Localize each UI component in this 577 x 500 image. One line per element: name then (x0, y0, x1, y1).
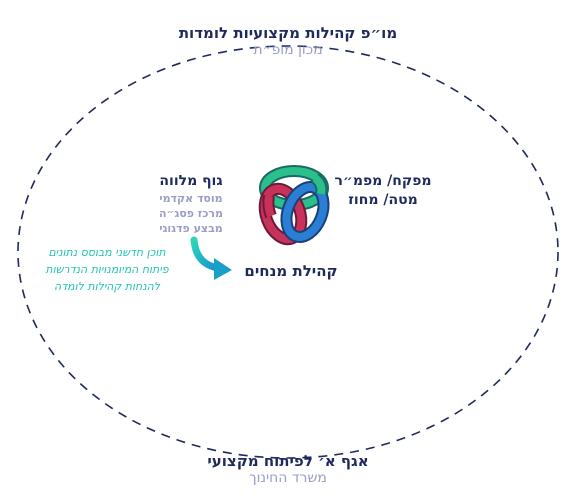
accompanying-body-item: מוסד אקדמי (159, 192, 223, 205)
top-title: מו״פ קהילות מקצועיות לומדות (178, 24, 398, 42)
accompanying-body-item: מרכז פסג״ה (158, 207, 224, 220)
accompanying-body-item: מבצע פדגוגי (159, 222, 223, 235)
teal-notes: תוכן חדשני מבוסס נתונים פיתוח המיומנויות… (22, 244, 192, 295)
bottom-org-block: אגף א׳ לפיתוח מקצועי משרד החינוך (138, 452, 438, 487)
curved-arrow-icon (190, 236, 232, 280)
bottom-subtitle: משרד החינוך (249, 470, 327, 486)
supervisor-block: מפקח/ מפמ״ר מטה/ מחוז (328, 172, 438, 210)
accompanying-body-title: גוף מלווה (159, 173, 223, 189)
teal-note-line: להנחות קהילות לומדה (53, 280, 161, 293)
trefoil-knot-icon (258, 165, 330, 246)
teal-note-line: תוכן חדשני מבוסס נתונים (48, 246, 166, 259)
top-org-block: מו״פ קהילות מקצועיות לומדות מכון מופ״ת (138, 24, 438, 59)
top-subtitle: מכון מופ״ת (253, 42, 323, 58)
bottom-title: אגף א׳ לפיתוח מקצועי (207, 452, 369, 470)
supervisor-line-1: מפקח/ מפמ״ר (334, 173, 432, 189)
center-label: קהילת מנחים (244, 262, 338, 280)
supervisor-line-2: מטה/ מחוז (348, 192, 418, 208)
accompanying-body-block: גוף מלווה מוסד אקדמי מרכז פסג״ה מבצע פדג… (150, 172, 232, 236)
teal-note-line: פיתוח המיומנויות הנדרשות (45, 263, 169, 276)
